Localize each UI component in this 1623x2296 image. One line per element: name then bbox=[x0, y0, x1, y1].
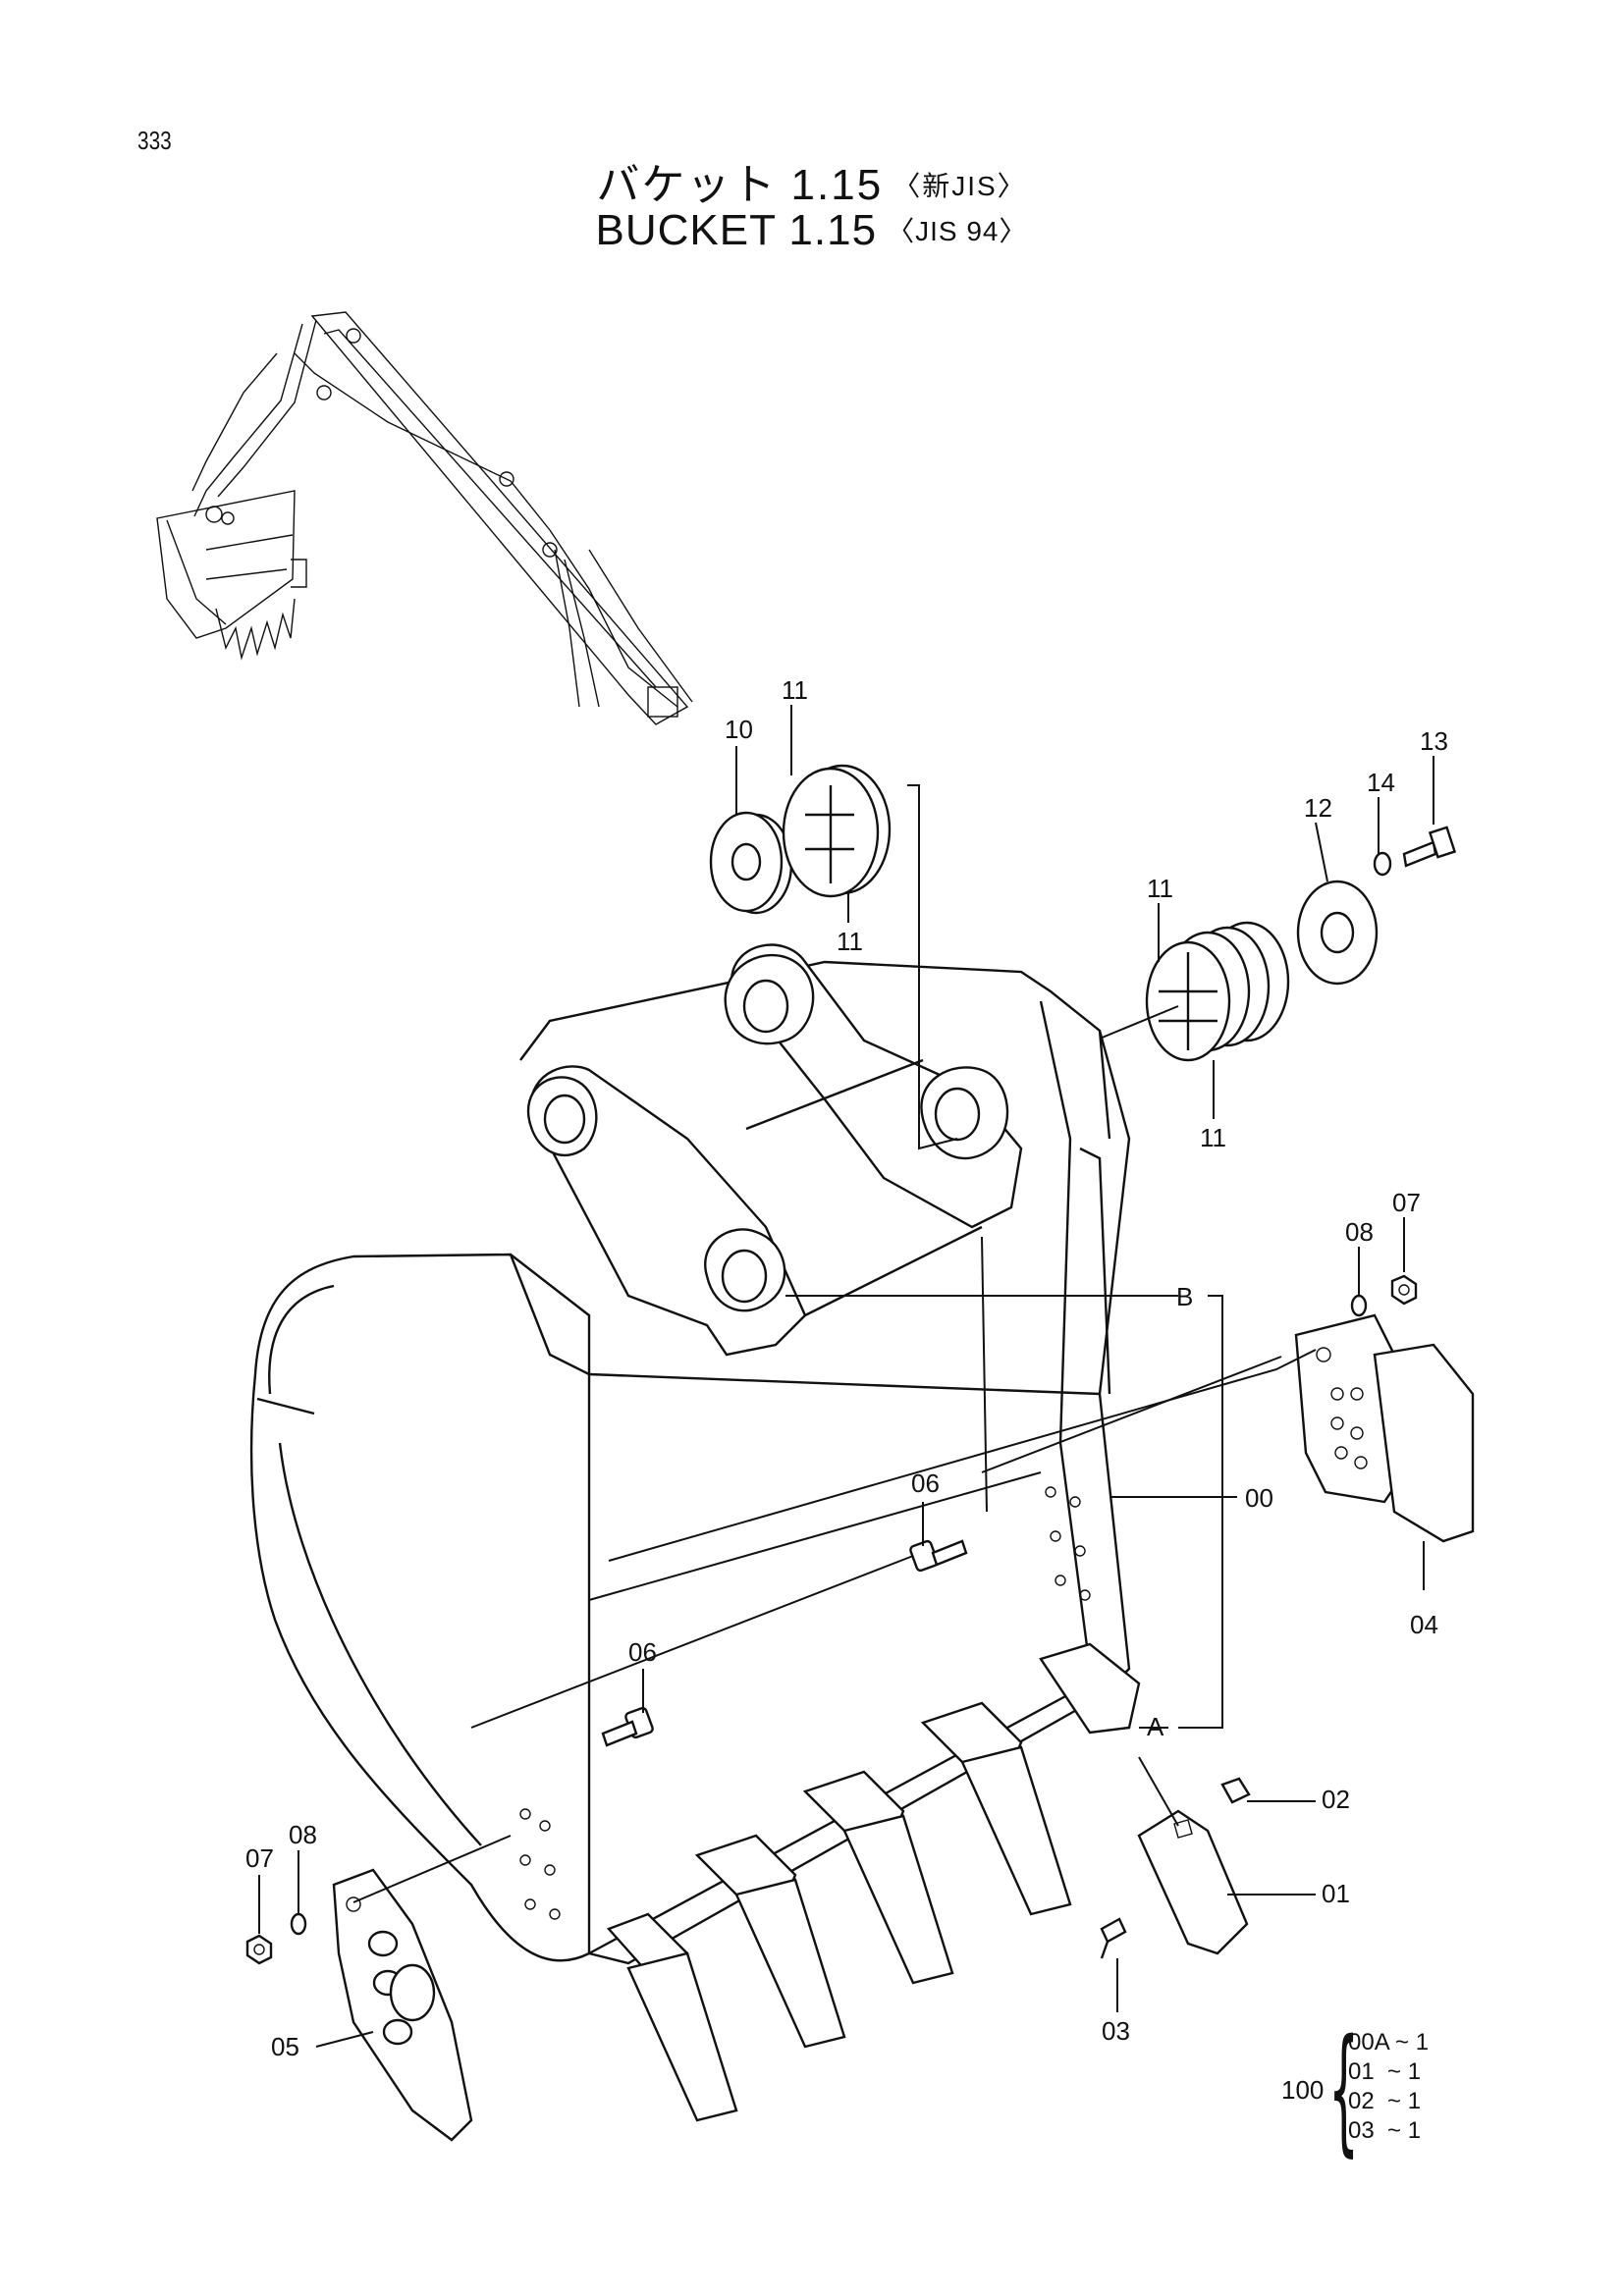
quantity-row: 02 ~ 1 bbox=[1348, 2088, 1422, 2114]
callout-08-left: 08 bbox=[289, 1820, 317, 1849]
part-10-boss bbox=[709, 811, 793, 915]
quantity-set-rows: 00A ~ 1 01 ~ 1 02 ~ 1 03 ~ 1 bbox=[1348, 2028, 1429, 2146]
callout-06-upper: 06 bbox=[911, 1468, 940, 1498]
title-japanese-standard: 〈新JIS〉 bbox=[893, 171, 1027, 201]
callout-04: 04 bbox=[1410, 1610, 1438, 1639]
part-06-bolt-lower bbox=[601, 1706, 654, 1747]
callout-11-middle-top: 11 bbox=[1147, 874, 1173, 903]
callout-11-upper-lower: 11 bbox=[837, 927, 863, 956]
callout-08-right: 08 bbox=[1345, 1217, 1374, 1247]
page-number: 333 bbox=[137, 126, 172, 155]
ref-a: A bbox=[1147, 1712, 1164, 1741]
part-12-plate bbox=[1296, 880, 1379, 986]
part-07-nut-left bbox=[245, 1934, 273, 1965]
title-english: BUCKET 1.15 〈JIS 94〉 bbox=[0, 206, 1623, 255]
title-japanese: バケット 1.15 〈新JIS〉 bbox=[0, 149, 1623, 212]
part-06-bolt-upper bbox=[909, 1539, 968, 1573]
part-11-shims-upper bbox=[782, 764, 892, 898]
excavator-front-attachment-icon bbox=[156, 311, 693, 725]
leader-lines bbox=[258, 705, 1434, 2048]
side-holes-left bbox=[519, 1808, 561, 1920]
part-04-side-cutter-right bbox=[1294, 1313, 1475, 1543]
part-07-nut-right bbox=[1390, 1274, 1418, 1306]
callout-02: 02 bbox=[1322, 1785, 1350, 1814]
part-14-washer bbox=[1373, 851, 1392, 877]
part-13-bolt bbox=[1402, 826, 1457, 868]
part-08-washer-left bbox=[290, 1912, 307, 1936]
brace-icon: { bbox=[1328, 2010, 1360, 2170]
quantity-row: 01 ~ 1 bbox=[1348, 2058, 1422, 2085]
side-holes-right bbox=[1045, 1486, 1091, 1601]
part-01-tooth bbox=[1137, 1809, 1249, 1955]
title-japanese-text: バケット 1.15 bbox=[596, 161, 884, 209]
callout-11-middle-bottom: 11 bbox=[1200, 1123, 1226, 1152]
part-08-washer-right bbox=[1350, 1294, 1368, 1317]
bucket-body bbox=[249, 943, 1141, 2122]
callout-00: 00 bbox=[1245, 1483, 1273, 1513]
bucket-teeth bbox=[606, 1642, 1141, 2122]
quantity-set-total: 100 bbox=[1281, 2075, 1325, 2105]
callout-13: 13 bbox=[1420, 726, 1448, 756]
quantity-row: 00A ~ 1 bbox=[1348, 2029, 1430, 2056]
callout-07-right: 07 bbox=[1392, 1188, 1421, 1217]
callout-14: 14 bbox=[1367, 768, 1395, 797]
part-02-pin bbox=[1220, 1777, 1251, 1804]
part-03-lock bbox=[1100, 1917, 1127, 1959]
callout-10: 10 bbox=[725, 715, 753, 744]
callout-03: 03 bbox=[1102, 2016, 1130, 2046]
callout-12: 12 bbox=[1304, 793, 1332, 823]
callout-07-left: 07 bbox=[245, 1843, 274, 1873]
quantity-set-block: 100 { 00A ~ 1 01 ~ 1 02 ~ 1 03 ~ 1 bbox=[1281, 2022, 1458, 2169]
quantity-row: 03 ~ 1 bbox=[1348, 2117, 1422, 2144]
part-11-shims-middle bbox=[1145, 921, 1290, 1062]
title-english-standard: 〈JIS 94〉 bbox=[887, 216, 1028, 246]
callout-11-top: 11 bbox=[782, 675, 808, 705]
callout-06-lower: 06 bbox=[628, 1637, 657, 1667]
title-english-text: BUCKET 1.15 bbox=[595, 206, 878, 254]
callout-05: 05 bbox=[271, 2032, 299, 2061]
callout-01: 01 bbox=[1322, 1879, 1350, 1908]
part-05-side-cutter-left bbox=[332, 1868, 473, 2142]
ref-b: B bbox=[1176, 1282, 1193, 1311]
